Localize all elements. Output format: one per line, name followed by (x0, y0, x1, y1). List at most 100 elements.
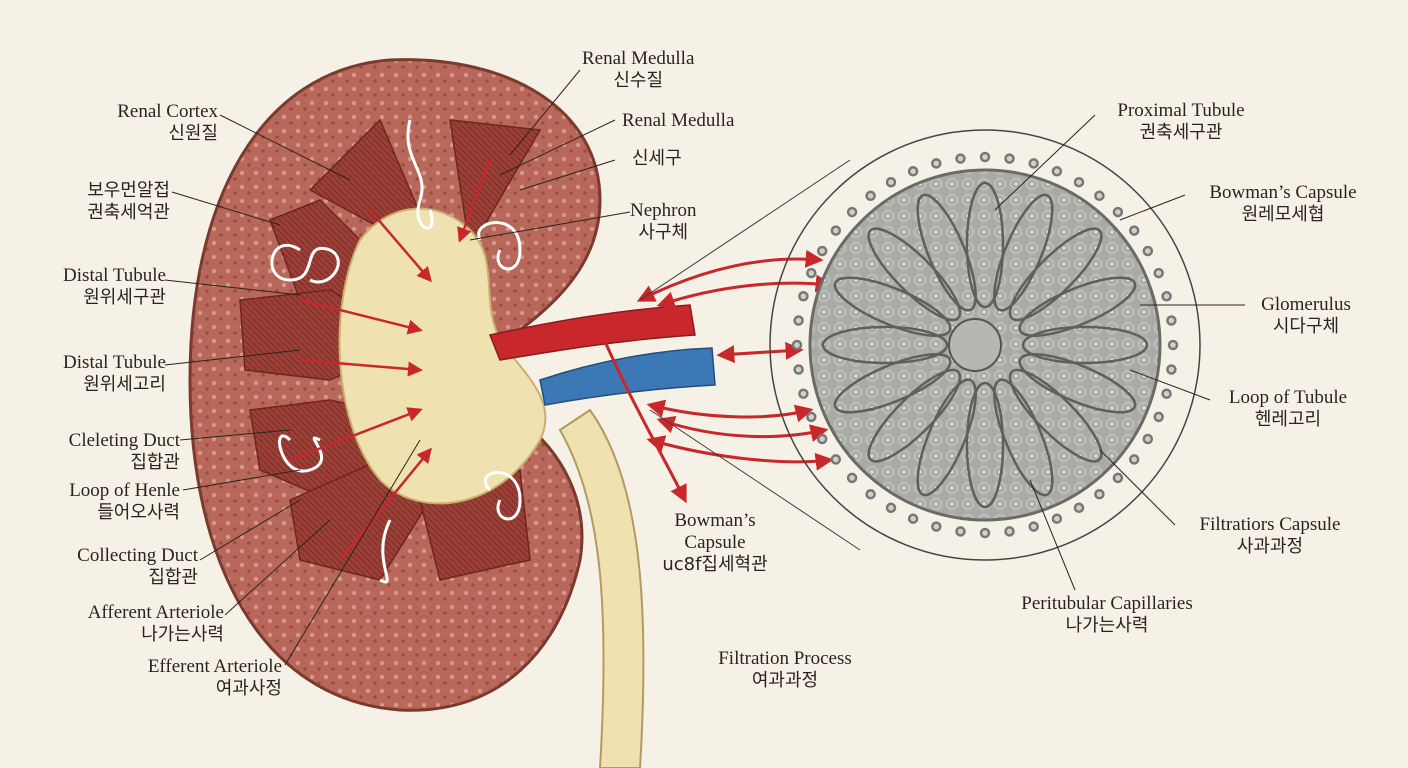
label-text: Cleleting Duct (68, 430, 180, 451)
capsule-bead (865, 488, 876, 500)
renal-vein (539, 347, 716, 406)
label-text: Filtration Process (718, 648, 852, 669)
label-distal-tubule-2: Distal Tubule 원위세고리 (20, 352, 166, 396)
label-text: Efferent Arteriole (147, 656, 282, 677)
zoom-lines (639, 159, 861, 551)
label-text: Distal Tubule (63, 352, 166, 373)
label-sinsegu: 신세구 (632, 148, 682, 170)
capsule-bead (798, 291, 809, 302)
capsule-bead (793, 364, 804, 375)
capsule-bead (885, 502, 897, 514)
glomerulus-petal (833, 276, 952, 337)
label-text: Nephron (630, 200, 697, 221)
label-bowmans-capsule-mid: Bowman’s Capsule uc8f집세혁관 (660, 510, 770, 576)
label-text: Glomerulus (1261, 294, 1351, 315)
label-text-ko: 사구체 (638, 222, 689, 243)
label-boumyeon: 보우먼알접 권축세억관 (40, 180, 170, 224)
label-text-ko: 들어오사력 (97, 502, 180, 523)
label-text-ko: 신원질 (168, 123, 218, 144)
label-text: Proximal Tubule (1117, 100, 1245, 121)
label-text: Distal Tubule (63, 265, 166, 286)
capsule-bead (1051, 166, 1063, 177)
glomerulus-petal (833, 353, 952, 414)
capsule-bead (830, 225, 842, 236)
capsule-bead (979, 527, 991, 539)
label-text: Loop of Tubule (1228, 387, 1348, 408)
capsule-bead (1073, 176, 1085, 188)
capsule-bead (955, 153, 966, 164)
label-text: Afferent Arteriole (87, 602, 224, 623)
label-text-ko: 신세구 (632, 148, 682, 169)
glomerulus-petal (993, 378, 1054, 497)
capsule-bead (1128, 454, 1140, 465)
capsule-bead (798, 388, 809, 399)
capsule-bead (830, 454, 842, 465)
capsule-bead (1166, 315, 1177, 326)
capsule-bead (806, 411, 817, 423)
capsule-bead (791, 339, 803, 351)
label-text-ko: 신수질 (613, 70, 664, 91)
label-text-ko: 나가는사력 (1065, 615, 1149, 636)
glomerulus-petal (1021, 325, 1149, 365)
capsule-bead (846, 472, 858, 484)
label-text-ko: 시다구체 (1272, 316, 1340, 337)
glomerulus-petal (1018, 276, 1137, 337)
glomerulus-petal (916, 378, 977, 497)
label-text: Filtratiors Capsule (1199, 514, 1341, 535)
capsule-bead (955, 526, 966, 537)
label-collecting-duct: Collecting Duct 집합관 (20, 545, 198, 589)
label-text: Bowman’s (674, 510, 756, 531)
label-text-ko: 헨레고리 (1254, 409, 1322, 430)
glomerulus-petal (965, 381, 1005, 509)
label-cleleting-duct: Cleleting Duct 집합관 (20, 430, 180, 474)
capsule-bead (1028, 521, 1039, 532)
label-efferent-arteriole: Efferent Arteriole 여과사정 (80, 656, 282, 700)
capsule-bead (1153, 411, 1164, 423)
label-text: Renal Cortex (117, 101, 218, 122)
label-text-ko: 원위세구관 (83, 287, 166, 308)
glomerulus-petal (993, 193, 1054, 312)
capsule-bead (816, 433, 828, 445)
label-leaders (164, 69, 1245, 666)
capsule-bead (793, 315, 804, 326)
capsule-bead (1094, 190, 1105, 202)
capsule-bead (907, 513, 919, 524)
label-text-ko: 원위세고리 (83, 374, 166, 395)
label-text-ko: 여과사정 (215, 678, 282, 699)
label-text-ko: 사과과정 (1236, 536, 1304, 557)
capsule-bead (1142, 245, 1154, 257)
glomerulus-petal (1008, 368, 1103, 463)
capsule-bead (1004, 526, 1015, 537)
label-peritubular-capillaries: Peritubular Capillaries 나가는사력 (995, 593, 1219, 637)
glomerulus-petal (1008, 227, 1103, 322)
capsule-bead (1166, 364, 1177, 375)
capsule-bead (931, 521, 942, 532)
renal-artery (488, 304, 696, 361)
label-loop-of-tubule: Loop of Tubule 헨레고리 (1210, 387, 1366, 431)
label-filtration-process: Filtration Process 여과과정 (700, 648, 870, 692)
capsule-bead (1167, 339, 1179, 351)
glomerulus-petal (965, 181, 1005, 309)
capsule-bead (816, 245, 828, 257)
label-distal-tubule-1: Distal Tubule 원위세구관 (20, 265, 166, 309)
label-text-ko: uc8f집세혁관 (662, 554, 768, 575)
label-text-ko: 보우먼알접 (87, 180, 170, 201)
capsule-bead (1051, 513, 1063, 524)
capsule-bead (1153, 267, 1164, 279)
capsule-bead (1112, 472, 1124, 484)
label-glomerulus: Glomerulus 시다구체 (1248, 294, 1364, 338)
label-filtratiors-capsule: Filtratiors Capsule 사과과정 (1178, 514, 1362, 558)
label-proximal-tubule: Proximal Tubule 권축세구관 (1098, 100, 1264, 144)
capsule-bead (1161, 291, 1172, 302)
capsule-bead (885, 176, 897, 188)
label-text: Renal Medulla (622, 110, 735, 131)
label-text-ko: 집합관 (148, 567, 198, 588)
capsule-bead (806, 267, 817, 279)
label-renal-cortex: Renal Cortex 신원질 (88, 101, 218, 145)
glomerulus-center (948, 318, 1002, 372)
label-text-ko: 원레모세협 (1241, 204, 1325, 225)
capsule-bead (1161, 388, 1172, 399)
glomerulus-petal (821, 325, 949, 365)
label-text: Renal Medulla (582, 48, 695, 69)
